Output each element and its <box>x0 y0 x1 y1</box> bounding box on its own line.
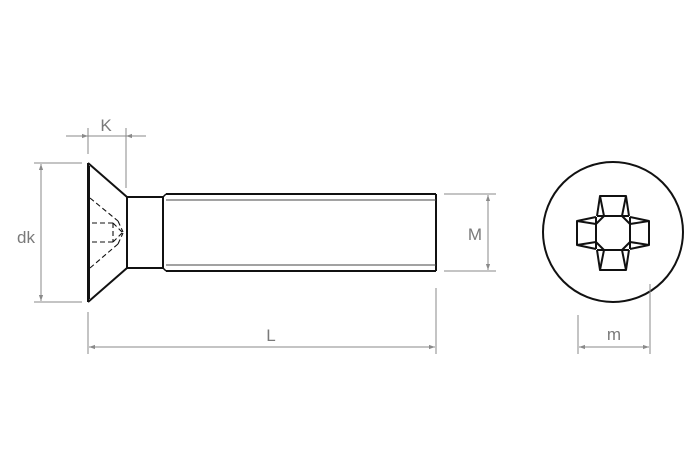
screw-head <box>87 162 128 303</box>
label-m-recess: m <box>607 325 621 344</box>
label-l: L <box>266 326 275 345</box>
hidden-recess <box>89 197 124 269</box>
threaded-shank <box>162 193 437 272</box>
label-dk: dk <box>17 228 35 247</box>
label-k: K <box>100 116 112 135</box>
head-outline <box>542 161 684 303</box>
dimension-dk <box>34 162 82 303</box>
dimension-k <box>66 128 146 188</box>
phillips-recess-icon <box>576 195 650 271</box>
label-m-thread: M <box>468 225 482 244</box>
dimension-m-recess <box>577 284 651 354</box>
dimension-l <box>87 288 437 354</box>
side-view: K dk M L <box>17 116 496 354</box>
dimension-m-thread <box>444 193 496 272</box>
screw-neck <box>126 196 163 269</box>
top-view: m <box>542 161 684 354</box>
